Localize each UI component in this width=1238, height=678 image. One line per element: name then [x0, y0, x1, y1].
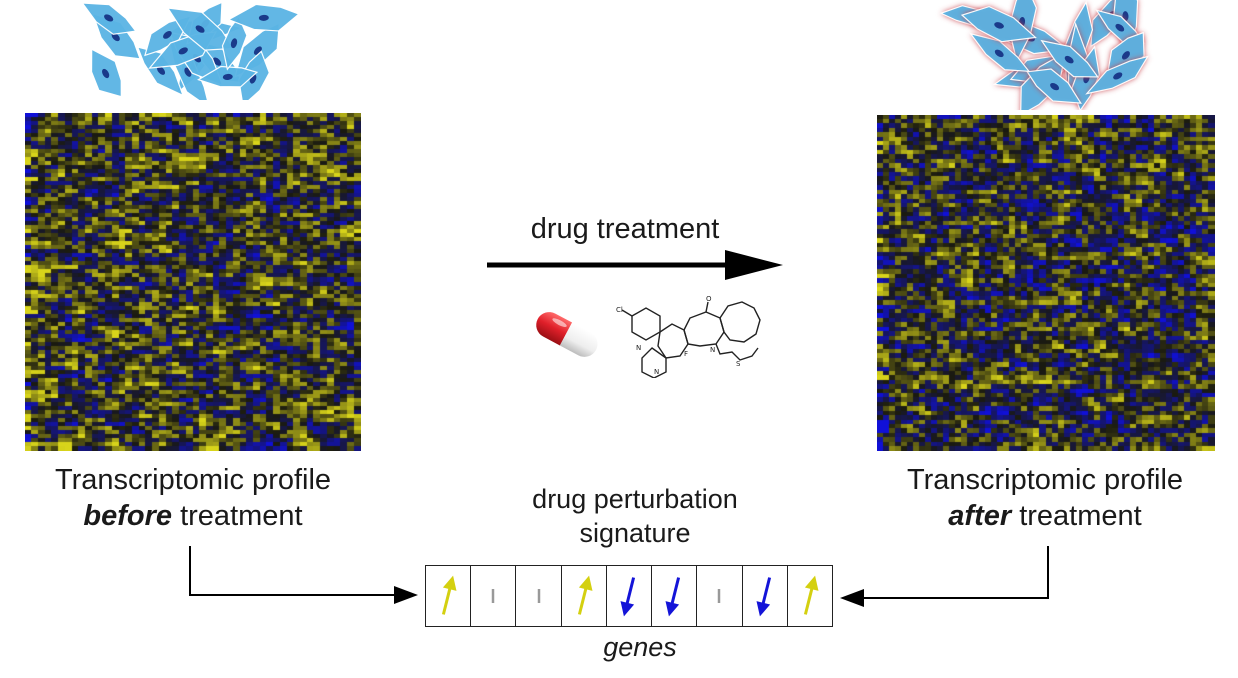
before-emphasis: before — [83, 500, 173, 532]
signature-title: drug perturbation signature — [460, 482, 810, 550]
signature-title-line1: drug perturbation — [532, 484, 738, 514]
after-connector-arrowhead — [840, 589, 864, 607]
after-emphasis: after — [948, 500, 1012, 532]
gene-cell — [786, 566, 832, 626]
cell-shape — [960, 5, 1037, 43]
up-arrow-icon — [442, 575, 457, 615]
before-caption-line1: Transcriptomic profile — [54, 464, 332, 496]
after-rest: treatment — [1019, 500, 1142, 532]
no-change-icon — [537, 589, 540, 603]
gene-cell — [696, 566, 741, 626]
treatment-arrow — [487, 250, 783, 280]
pill-icon — [536, 312, 598, 357]
gene-cell — [651, 566, 696, 626]
up-arrow-icon — [803, 575, 819, 615]
gene-cell — [560, 566, 606, 626]
before-rest: treatment — [180, 500, 303, 532]
gene-cell — [426, 566, 470, 626]
molecule-atom-label: N — [636, 344, 641, 352]
molecule-atom-label: N — [654, 368, 659, 376]
gene-cell — [741, 566, 787, 626]
no-change-icon — [718, 589, 721, 603]
signature-vector — [425, 565, 833, 627]
after-caption-line2: after treatment — [855, 498, 1235, 534]
after-caption-line1: Transcriptomic profile — [906, 464, 1184, 496]
up-arrow-icon — [577, 575, 593, 615]
down-arrow-icon — [756, 577, 771, 617]
molecule-atom-label: O — [706, 295, 712, 303]
cells-before-cluster — [81, 1, 298, 100]
signature-title-line2: signature — [579, 518, 691, 548]
molecule-atom-label: S — [736, 360, 741, 368]
before-connector-arrow — [189, 546, 396, 596]
gene-cell — [470, 566, 515, 626]
down-arrow-icon — [620, 577, 636, 617]
cell-shape — [81, 2, 137, 35]
before-caption: Transcriptomic profile before treatment — [3, 462, 383, 534]
after-connector-arrow — [862, 546, 1049, 599]
molecule-atom-label: F — [684, 350, 688, 358]
gene-cell — [605, 566, 651, 626]
molecule-atom-label: Cl — [616, 306, 623, 314]
cell-shape — [969, 32, 1031, 72]
before-caption-line2: before treatment — [3, 498, 383, 534]
heatmap-before — [25, 113, 361, 451]
cell-shape — [1040, 39, 1099, 78]
cell-shape — [1026, 68, 1082, 104]
cell-shape — [227, 3, 298, 32]
cell-shape — [136, 46, 185, 97]
cell-shape — [197, 65, 259, 88]
cells-after-cluster — [939, 0, 1150, 110]
molecule-atom-label: N — [710, 346, 715, 354]
down-arrow-icon — [665, 577, 681, 617]
molecule-structure-icon: Cl N N O F N S — [616, 295, 761, 378]
heatmap-after — [877, 115, 1215, 451]
cell-shape — [90, 48, 122, 98]
drug-treatment-label: drug treatment — [530, 213, 720, 245]
gene-cell — [515, 566, 560, 626]
before-connector-arrowhead — [394, 586, 418, 604]
no-change-icon — [492, 589, 495, 603]
after-caption: Transcriptomic profile after treatment — [855, 462, 1235, 534]
genes-label: genes — [603, 632, 677, 662]
cell-shape — [1106, 31, 1145, 78]
cell-shape — [1085, 55, 1150, 95]
